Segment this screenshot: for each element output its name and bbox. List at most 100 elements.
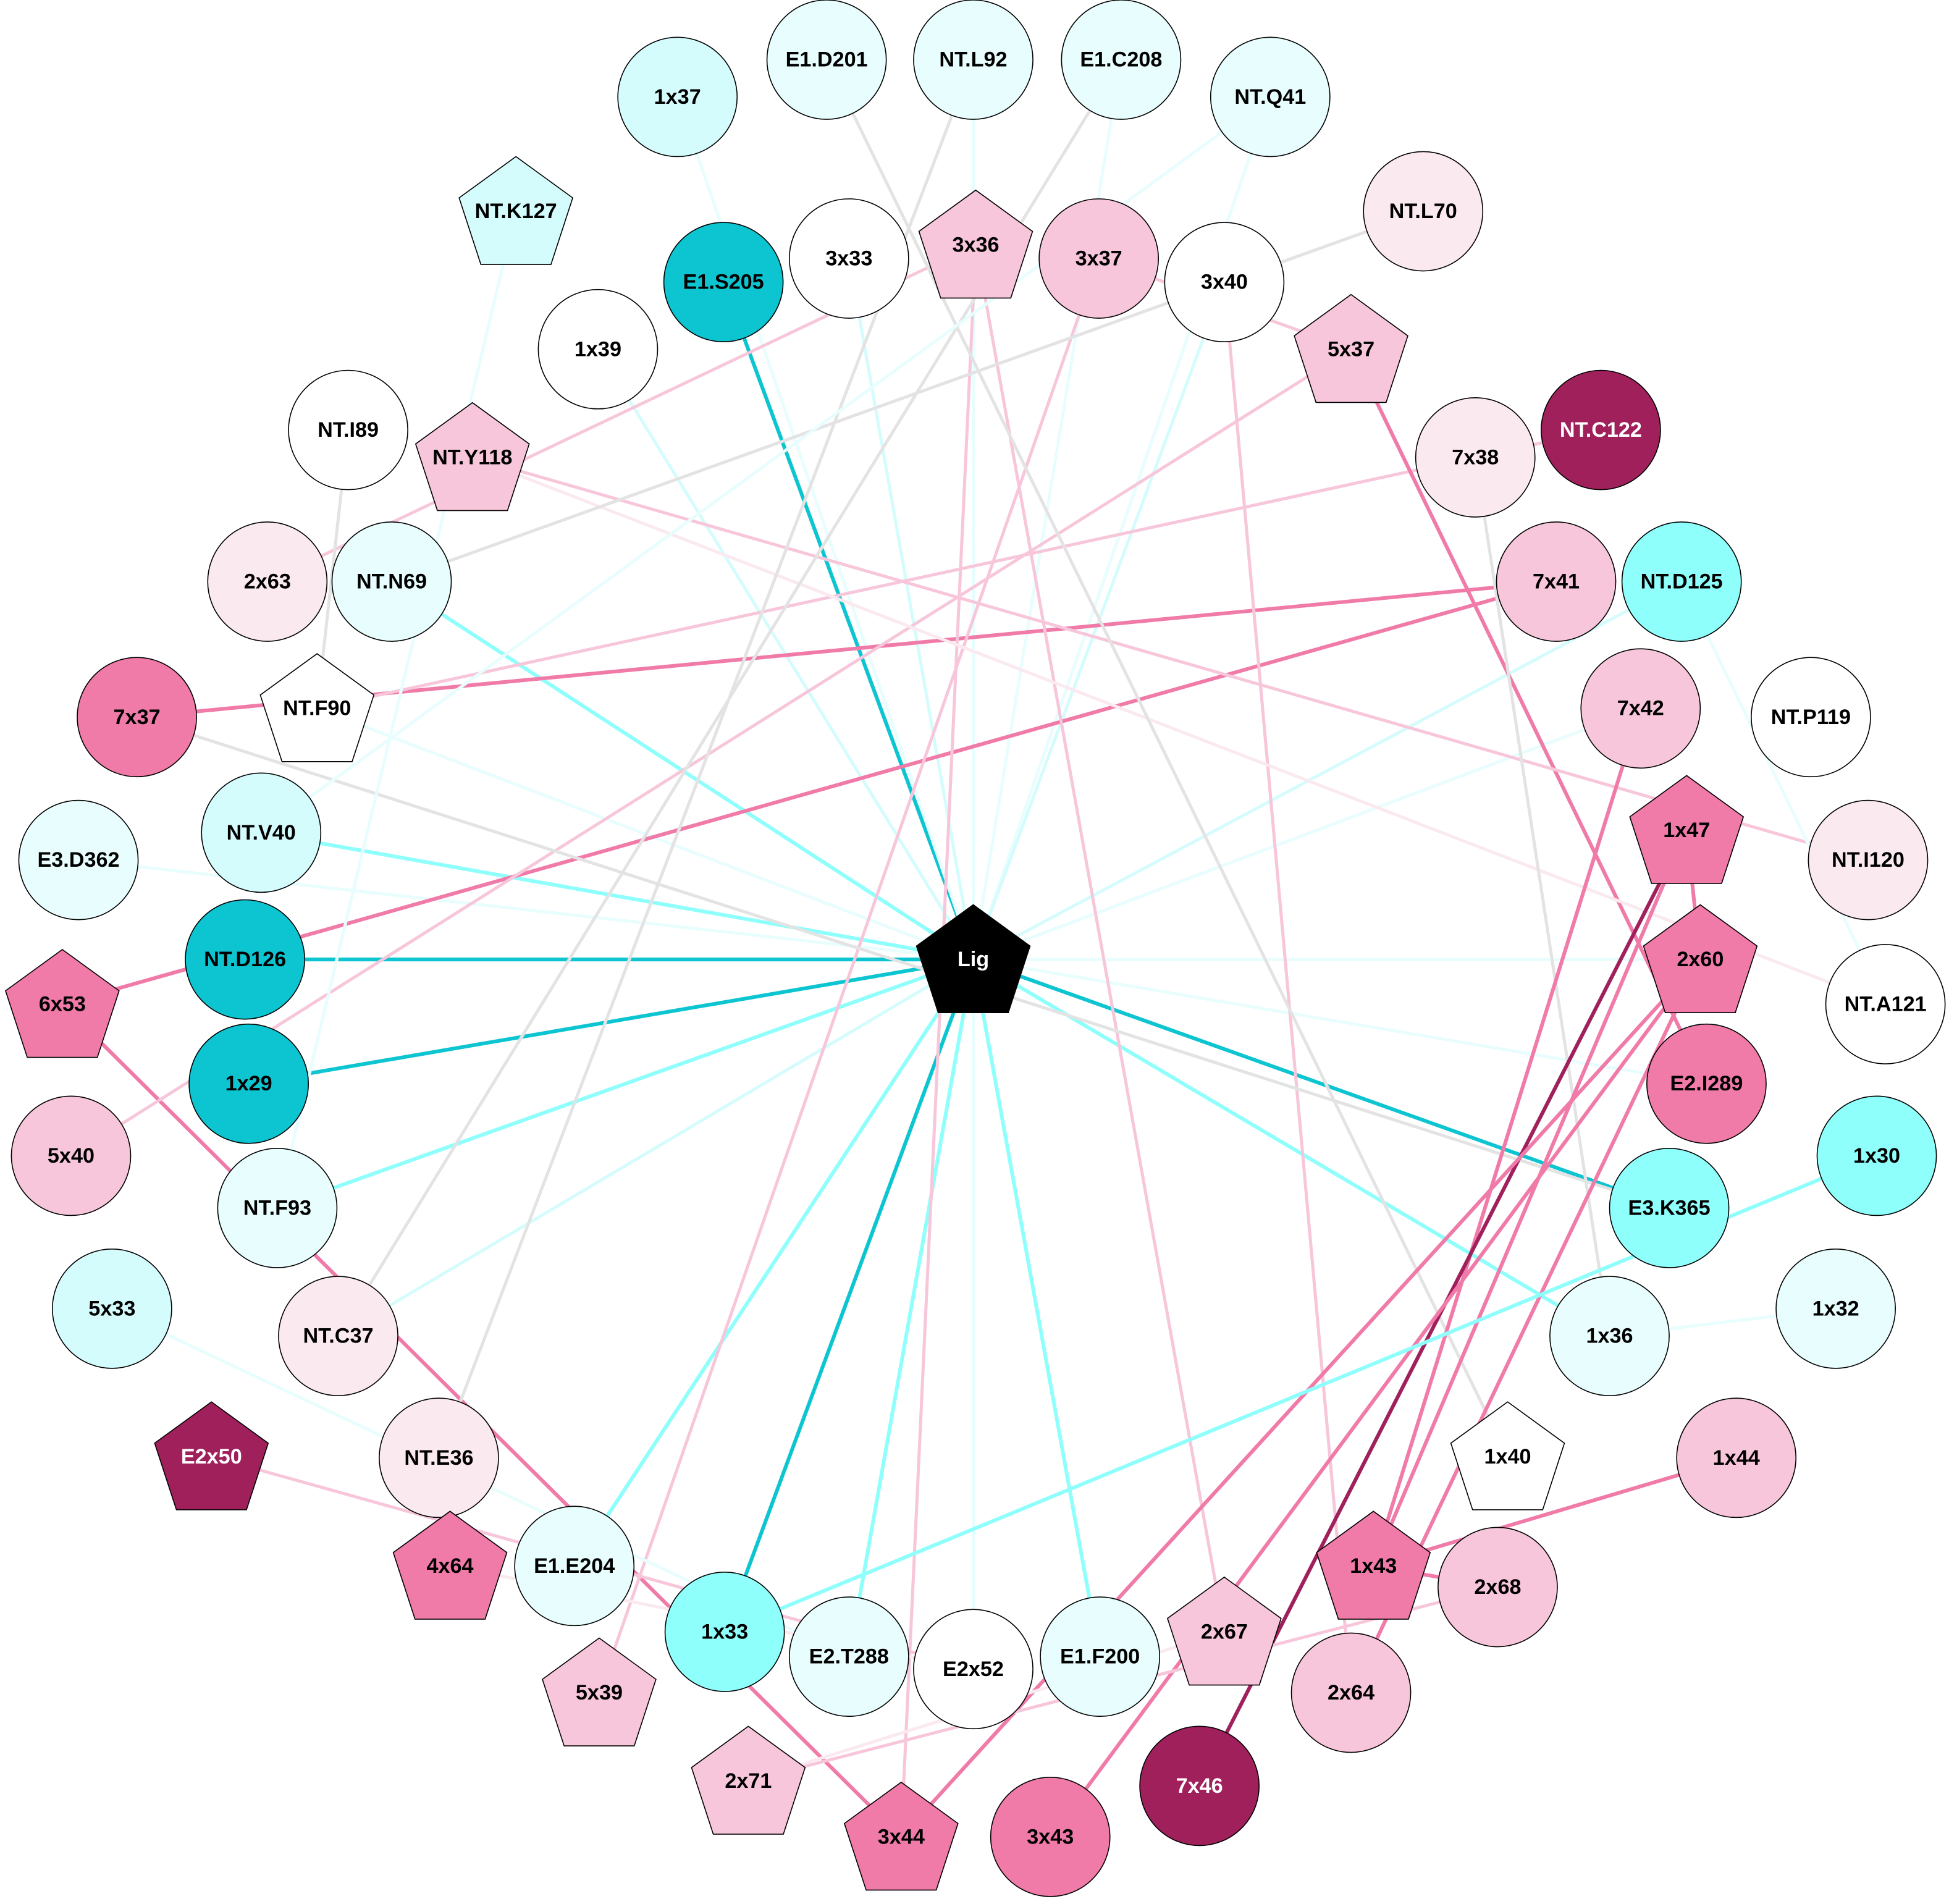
node-3x37[interactable]: 3x37 (1038, 198, 1160, 319)
node-e1-s205[interactable]: E1.S205 (663, 222, 784, 343)
node-label: 2x68 (1474, 1575, 1521, 1599)
node-e1-f200[interactable]: E1.F200 (1040, 1596, 1161, 1717)
node-1x43[interactable]: 1x43 (1316, 1510, 1431, 1620)
node-nt-f93[interactable]: NT.F93 (217, 1148, 338, 1268)
node-1x36[interactable]: 1x36 (1549, 1276, 1670, 1396)
node-lig[interactable]: Lig (916, 904, 1031, 1013)
node-nt-c122[interactable]: NT.C122 (1541, 369, 1661, 491)
circle-node-shape (1609, 1148, 1730, 1268)
node-nt-l92[interactable]: NT.L92 (913, 0, 1033, 120)
node-7x37[interactable]: 7x37 (77, 657, 197, 778)
node-1x39[interactable]: 1x39 (537, 289, 659, 410)
node-label: E1.D201 (786, 48, 868, 72)
node-label: 1x37 (654, 85, 701, 109)
node-label: NT.Q41 (1234, 85, 1306, 109)
node-3x36[interactable]: 3x36 (918, 189, 1033, 299)
node-nt-c37[interactable]: NT.C37 (278, 1276, 398, 1396)
node-1x44[interactable]: 1x44 (1676, 1397, 1797, 1519)
node-3x44[interactable]: 3x44 (843, 1781, 959, 1891)
node-7x38[interactable]: 7x38 (1415, 397, 1536, 518)
node-1x29[interactable]: 1x29 (188, 1023, 309, 1144)
node-nt-v40[interactable]: NT.V40 (201, 772, 322, 893)
node-label: NT.C37 (303, 1325, 373, 1348)
edge-nt-c122-nt-f90 (316, 428, 1601, 710)
node-1x33[interactable]: 1x33 (664, 1572, 785, 1692)
node-nt-a121[interactable]: NT.A121 (1825, 944, 1946, 1064)
node-e2x52[interactable]: E2x52 (913, 1609, 1033, 1730)
node-7x42[interactable]: 7x42 (1580, 648, 1701, 769)
node-label: 1x40 (1484, 1445, 1531, 1468)
node-e1-e204[interactable]: E1.E204 (514, 1506, 635, 1627)
node-2x60[interactable]: 2x60 (1643, 904, 1758, 1013)
node-1x32[interactable]: 1x32 (1775, 1249, 1896, 1369)
node-nt-k127[interactable]: NT.K127 (458, 156, 574, 265)
edge-lig-e1-f200 (971, 959, 1102, 1658)
node-label: NT.A121 (1845, 992, 1927, 1016)
node-5x37[interactable]: 5x37 (1294, 293, 1408, 403)
node-2x64[interactable]: 2x64 (1290, 1632, 1412, 1753)
circle-node-shape (788, 1596, 909, 1717)
node-4x64[interactable]: 4x64 (392, 1510, 508, 1620)
edge-lig-1x33 (723, 959, 975, 1633)
node-7x41[interactable]: 7x41 (1496, 521, 1617, 642)
node-label: NT.I89 (318, 418, 379, 442)
node-label: E1.E204 (534, 1554, 615, 1578)
node-label: 3x33 (825, 246, 872, 270)
node-nt-n69[interactable]: NT.N69 (331, 521, 452, 642)
edge-lig-3x33 (847, 258, 975, 960)
circle-node-shape (1775, 1249, 1896, 1369)
node-nt-l70[interactable]: NT.L70 (1363, 151, 1484, 272)
node-nt-q41[interactable]: NT.Q41 (1210, 36, 1331, 158)
node-2x71[interactable]: 2x71 (691, 1725, 806, 1835)
node-nt-e36[interactable]: NT.E36 (379, 1397, 499, 1519)
node-e2x50[interactable]: E2x50 (154, 1401, 269, 1510)
node-nt-y118[interactable]: NT.Y118 (415, 402, 530, 512)
node-label: 7x46 (1176, 1774, 1223, 1798)
node-e1-c208[interactable]: E1.C208 (1061, 0, 1182, 120)
pentagon-node-shape (1450, 1401, 1565, 1510)
node-3x43[interactable]: 3x43 (990, 1776, 1111, 1897)
node-label: 7x41 (1533, 570, 1580, 593)
node-e1-d201[interactable]: E1.D201 (766, 0, 887, 120)
edge-3x36-3x44 (899, 245, 978, 1837)
node-nt-i89[interactable]: NT.I89 (288, 369, 408, 491)
circle-node-shape (207, 521, 328, 642)
node-1x30[interactable]: 1x30 (1816, 1095, 1937, 1216)
edge-3x36-2x67 (974, 244, 1226, 1632)
node-3x40[interactable]: 3x40 (1164, 222, 1285, 343)
node-1x47[interactable]: 1x47 (1629, 775, 1745, 884)
node-5x33[interactable]: 5x33 (51, 1249, 172, 1369)
node-label: 7x37 (114, 706, 161, 729)
node-nt-d126[interactable]: NT.D126 (185, 899, 305, 1020)
node-e3-k365[interactable]: E3.K365 (1609, 1148, 1730, 1268)
edge-6x53-7x41 (62, 579, 1557, 1006)
node-e2-t288[interactable]: E2.T288 (788, 1596, 909, 1717)
circle-node-shape (201, 772, 322, 893)
node-nt-p119[interactable]: NT.P119 (1751, 657, 1871, 778)
node-label: 3x37 (1076, 246, 1122, 270)
node-3x33[interactable]: 3x33 (788, 198, 909, 319)
circle-node-shape (1646, 1023, 1767, 1144)
node-nt-d125[interactable]: NT.D125 (1621, 521, 1742, 642)
circle-node-shape (766, 0, 887, 120)
node-7x46[interactable]: 7x46 (1139, 1725, 1260, 1847)
node-2x67[interactable]: 2x67 (1166, 1576, 1282, 1686)
node-label: E2.I289 (1670, 1072, 1743, 1095)
node-6x53[interactable]: 6x53 (4, 948, 120, 1058)
node-5x40[interactable]: 5x40 (11, 1095, 132, 1216)
circle-node-shape (51, 1249, 172, 1369)
circle-node-shape (537, 289, 659, 410)
node-nt-f90[interactable]: NT.F90 (259, 653, 375, 762)
node-nt-i120[interactable]: NT.I120 (1808, 799, 1929, 920)
node-label: 2x60 (1677, 948, 1724, 971)
node-e2-i289[interactable]: E2.I289 (1646, 1023, 1767, 1144)
node-2x63[interactable]: 2x63 (207, 521, 328, 642)
edge-lig-e1-e204 (573, 958, 975, 1567)
circle-node-shape (217, 1148, 338, 1268)
node-1x40[interactable]: 1x40 (1450, 1401, 1565, 1510)
node-2x68[interactable]: 2x68 (1438, 1527, 1558, 1648)
node-label: NT.C122 (1560, 418, 1642, 442)
node-1x37[interactable]: 1x37 (617, 36, 738, 158)
node-e3-d362[interactable]: E3.D362 (18, 799, 139, 920)
node-5x39[interactable]: 5x39 (542, 1637, 657, 1746)
